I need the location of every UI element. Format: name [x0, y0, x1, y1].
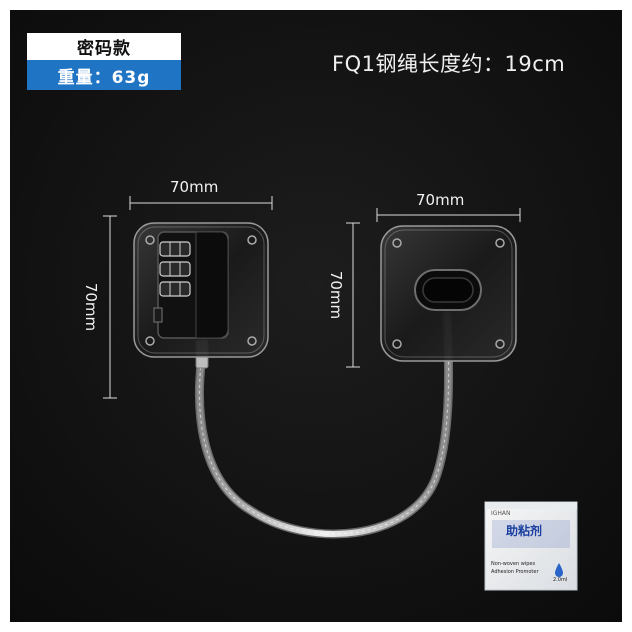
- product-illustration: [103, 196, 578, 591]
- product-photo: 密码款 重量：63g FQ1钢绳长度约：19cm 70mm 70mm 70mm …: [10, 10, 622, 622]
- packet-volume: 2.0ml: [553, 577, 568, 583]
- left-width-dimension: [129, 196, 273, 210]
- left-width-label: 70mm: [170, 178, 219, 196]
- left-height-dimension: [103, 215, 117, 399]
- packet-line-1: Non-woven wipes: [491, 561, 536, 567]
- right-width-label: 70mm: [416, 191, 465, 209]
- right-height-dimension: [346, 222, 360, 368]
- right-width-dimension: [376, 208, 521, 222]
- adhesive-packet: [484, 501, 578, 591]
- left-lock-pad: [133, 222, 269, 358]
- left-height-label: 70mm: [82, 282, 101, 332]
- right-height-label: 70mm: [327, 270, 346, 320]
- packet-brand: IGHAN: [491, 510, 511, 517]
- weight-label: 重量：63g: [27, 60, 181, 90]
- variant-label: 密码款: [27, 33, 181, 60]
- right-receiver-pad: [380, 225, 517, 362]
- packet-title: 助粘剂: [506, 524, 543, 538]
- combination-dials: [159, 241, 191, 297]
- cable-length-label: FQ1钢绳长度约：19cm: [332, 52, 566, 76]
- droplet-icon: [555, 563, 563, 577]
- packet-line-2: Adhesion Promoter: [491, 569, 539, 575]
